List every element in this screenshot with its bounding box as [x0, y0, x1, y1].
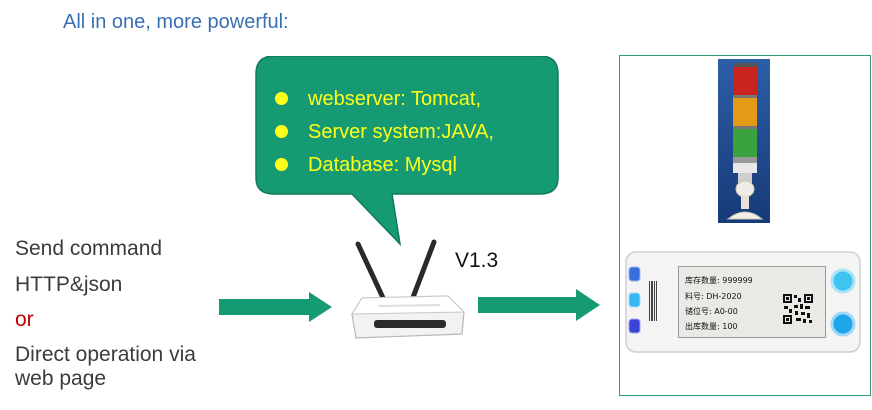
- bubble-item: Server system:JAVA,: [272, 117, 494, 150]
- or-text: or: [15, 308, 34, 331]
- bubble-item: Database: Mysql: [272, 150, 494, 183]
- direct-operation-text: Direct operation via: [15, 343, 196, 366]
- heading: All in one, more powerful:: [63, 11, 289, 33]
- speech-bubble: [255, 56, 559, 247]
- bullet-dot-icon: [275, 158, 288, 171]
- send-command-text: Send command: [15, 237, 163, 260]
- screen-part-number: 料号: DH-2020: [685, 292, 742, 301]
- bubble-item-text: Database: Mysql: [308, 154, 457, 176]
- bubble-list: webserver: Tomcat, Server system:JAVA, D…: [272, 84, 494, 183]
- bubble-item: webserver: Tomcat,: [272, 84, 494, 117]
- router-version: V1.3: [455, 249, 499, 272]
- screen-outbound-qty: 出库数量: 100: [685, 322, 738, 331]
- arrow-right-icon: [219, 292, 332, 322]
- router-icon: [351, 239, 466, 339]
- screen-stock-qty: 库存数量: 999999: [685, 276, 753, 285]
- tower-light-icon: [718, 59, 770, 223]
- bullet-dot-icon: [275, 92, 288, 105]
- arrow-right-icon: [478, 289, 600, 321]
- bubble-item-text: Server system:JAVA,: [308, 121, 494, 143]
- web-page-text: web page: [15, 367, 107, 390]
- qr-code-icon: [782, 293, 814, 325]
- bubble-item-text: webserver: Tomcat,: [308, 88, 482, 110]
- http-json-text: HTTP&json: [15, 273, 123, 296]
- label-screen: 库存数量: 999999 料号: DH-2020 储位号: A0-00 出库数量…: [678, 266, 826, 338]
- screen-location: 储位号: A0-00: [685, 307, 738, 316]
- bullet-dot-icon: [275, 125, 288, 138]
